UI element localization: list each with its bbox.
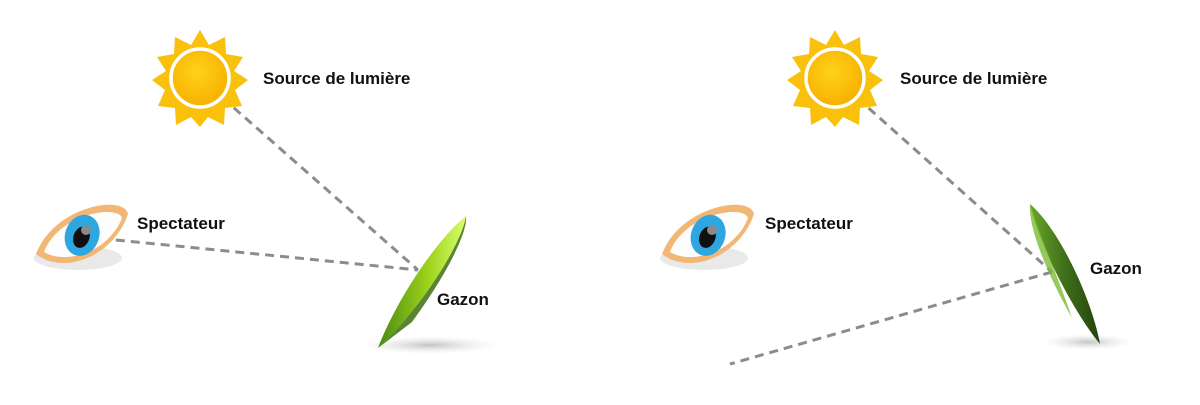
eye-icon [34, 204, 128, 270]
viewer-label: Spectateur [765, 214, 853, 233]
incident-ray [834, 76, 1053, 274]
lawn-icon [1029, 204, 1133, 350]
sun-icon [152, 30, 248, 127]
viewer-label: Spectateur [137, 214, 225, 233]
lawn-icon [360, 216, 500, 354]
lawn-label: Gazon [437, 290, 489, 309]
panel-right: Source de lumière Spectateur Gazon [660, 30, 1142, 366]
panel-left: Source de lumière Spectateur Gazon [34, 30, 500, 354]
reflected-ray [729, 270, 1053, 366]
eye-icon [660, 204, 754, 270]
sun-icon [787, 30, 883, 127]
reflected-ray [85, 235, 419, 272]
light-source-label: Source de lumière [263, 69, 410, 88]
incident-ray [199, 76, 419, 272]
light-source-label: Source de lumière [900, 69, 1047, 88]
lawn-label: Gazon [1090, 259, 1142, 278]
